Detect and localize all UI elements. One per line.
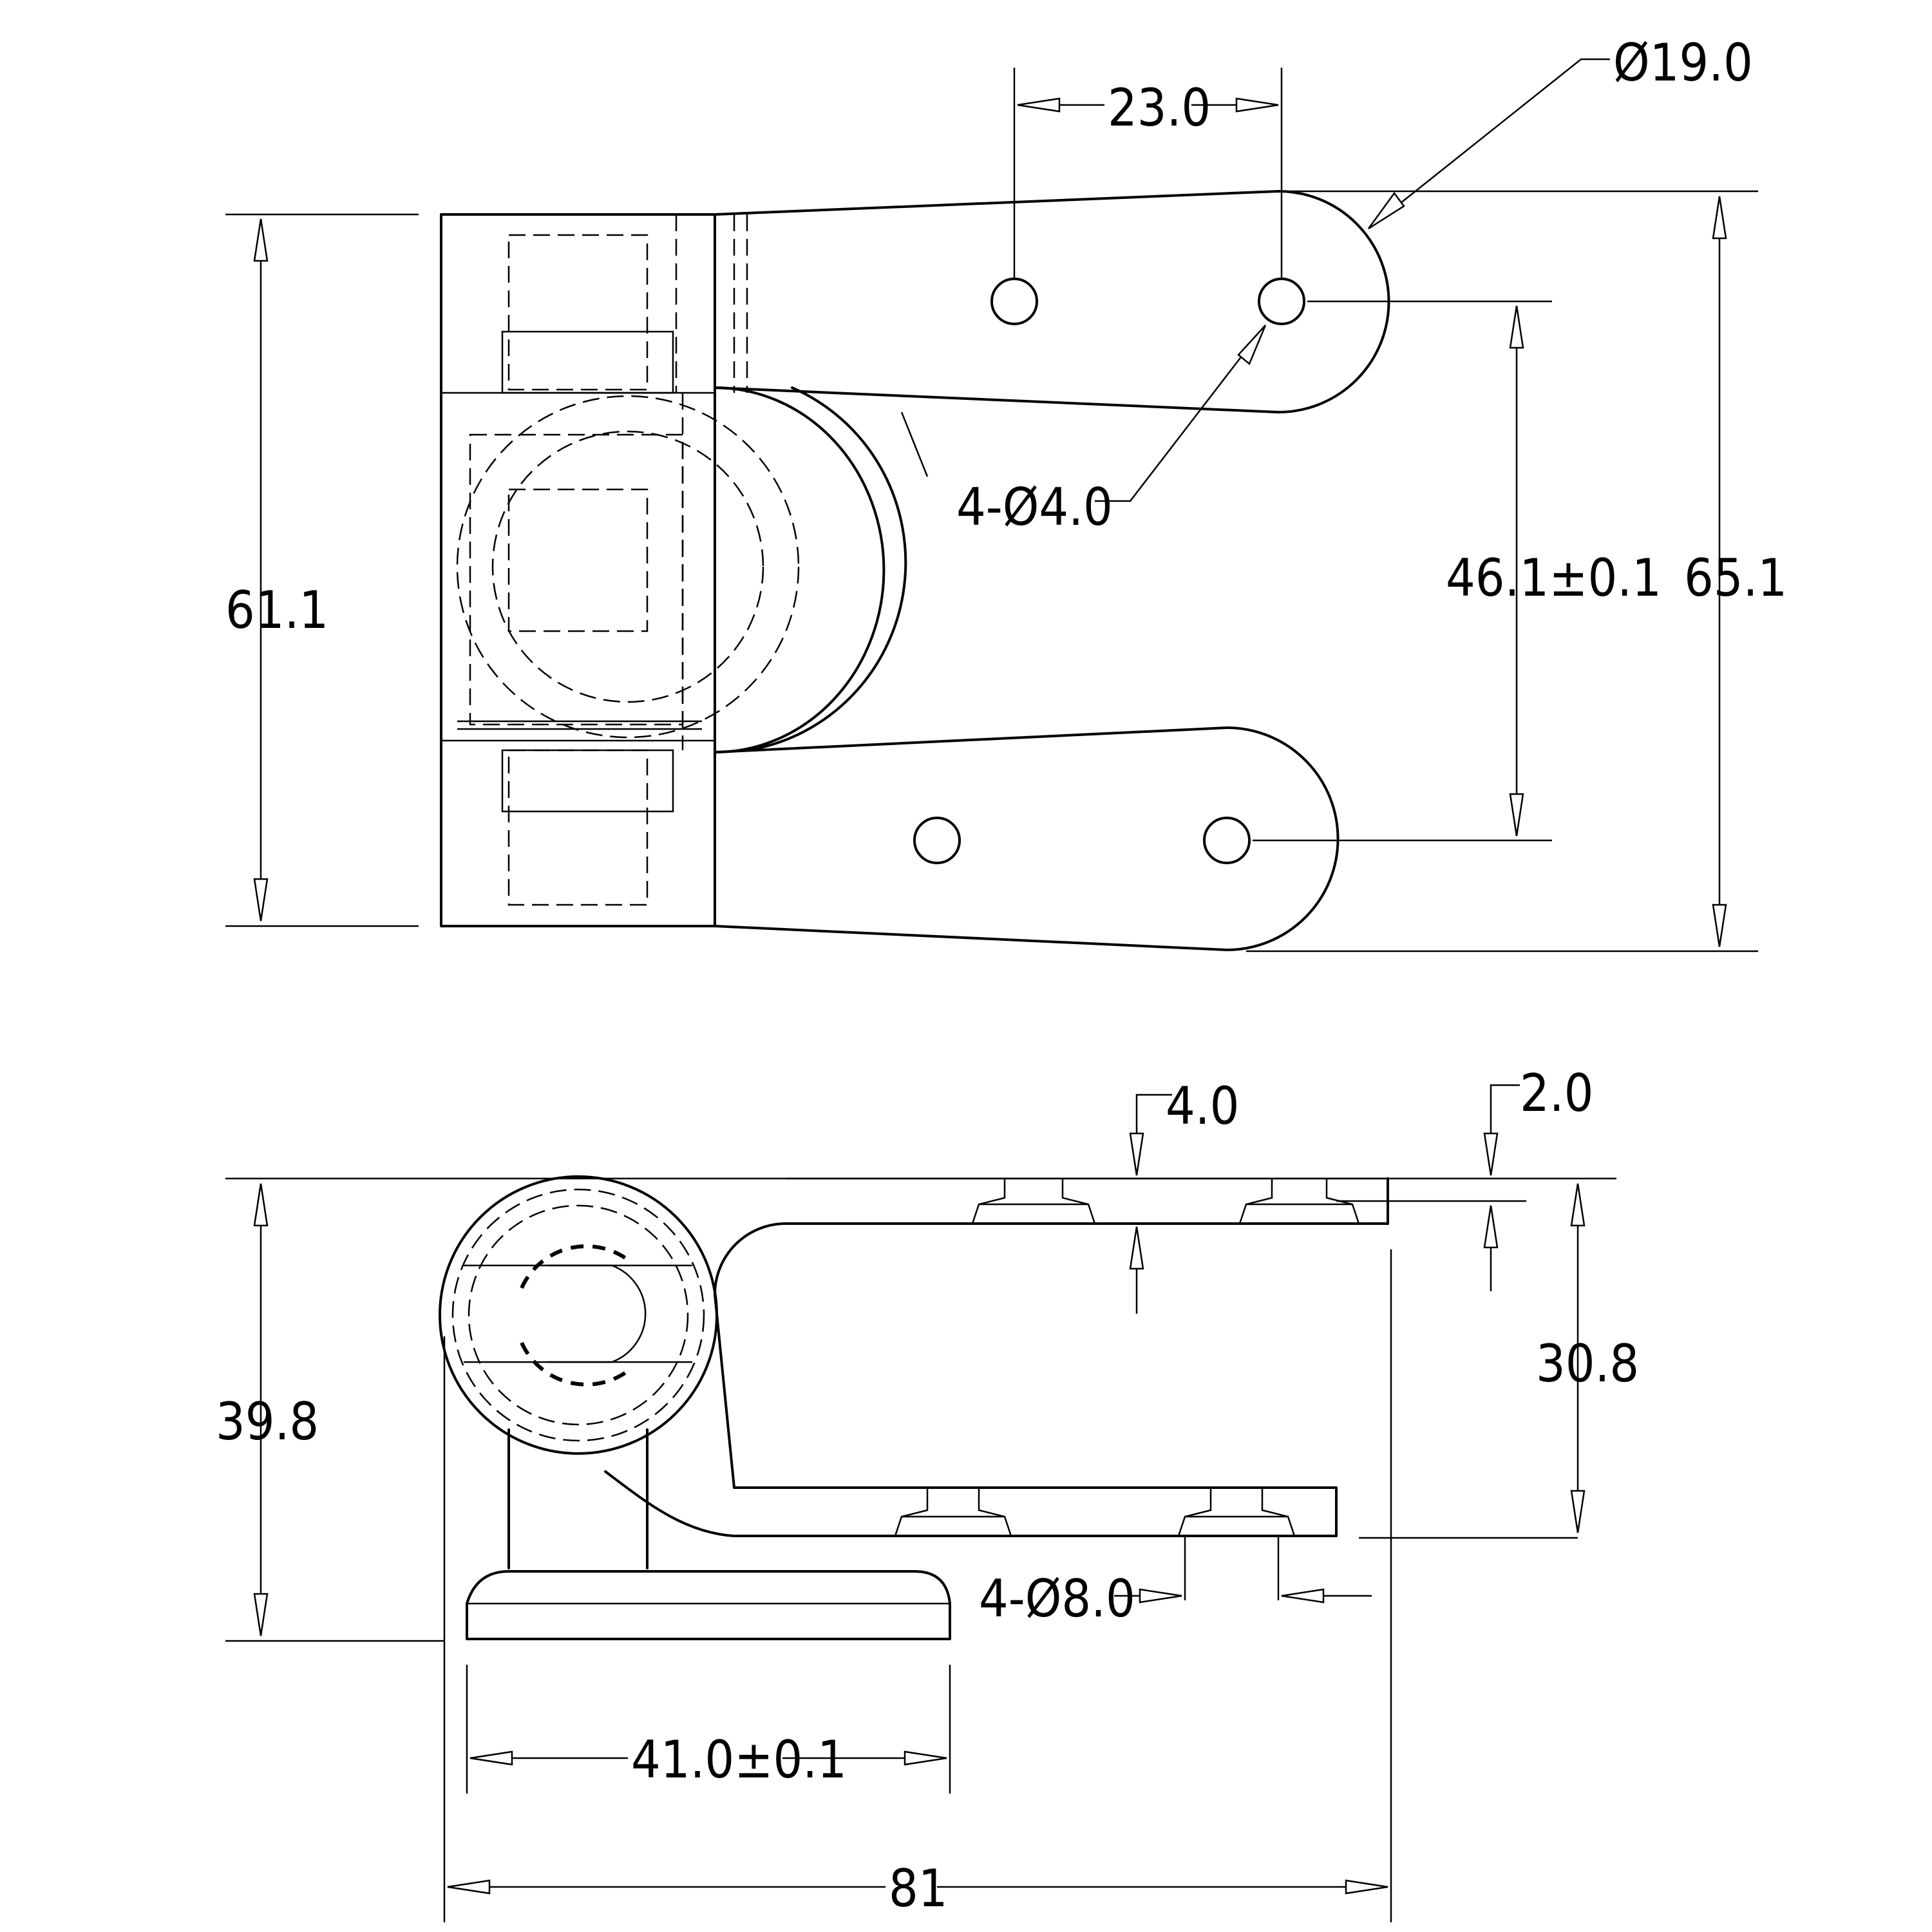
arm-hole-icon <box>1203 817 1251 864</box>
arrowhead <box>253 218 269 262</box>
arm-hole-icon <box>1258 278 1305 325</box>
arrowhead <box>1129 1132 1144 1176</box>
lower-arm-outline <box>714 726 1340 951</box>
arrowhead <box>1129 1226 1144 1270</box>
countersinks-top <box>971 1179 1360 1224</box>
dim-pivot-diameter: Ø19.0 <box>1613 33 1753 93</box>
dim-holes: 4-Ø4.0 <box>956 477 1113 537</box>
dim-overall-height: 65.1 <box>1684 548 1787 608</box>
dim-plate-thickness: 4.0 <box>1166 1076 1239 1136</box>
arrowhead <box>1139 1588 1182 1604</box>
dim-body-height: 61.1 <box>225 580 328 640</box>
arrowhead <box>1712 904 1727 947</box>
dim-base-width: 41.0±0.1 <box>631 1730 847 1790</box>
c-arm-outline <box>714 1222 1338 1537</box>
base-plate <box>466 1570 951 1640</box>
arm-hole-icon <box>990 278 1038 325</box>
arrowhead <box>253 1593 269 1636</box>
hidden-internal-features <box>456 214 800 906</box>
u-cutout-outer-arc <box>746 386 907 752</box>
arrowhead <box>1509 305 1524 349</box>
arrowhead <box>447 1879 491 1895</box>
dim-countersinks: 4-Ø8.0 <box>979 1569 1135 1629</box>
arrowhead <box>469 1750 513 1766</box>
arrowhead <box>1483 1132 1499 1176</box>
u-cutout-edge <box>900 412 929 477</box>
arm-hole-icon <box>913 817 961 864</box>
dim-total-height: 39.8 <box>216 1392 319 1452</box>
arrowhead <box>1235 97 1279 113</box>
arrowhead <box>1483 1205 1499 1249</box>
dim-overall-length: 81 <box>889 1859 948 1918</box>
u-cutout-inner-arc <box>714 386 886 753</box>
arrowhead <box>1281 1588 1325 1604</box>
arrowhead <box>1237 325 1267 366</box>
c-arm-lower-curve <box>604 1470 735 1537</box>
arrowhead <box>253 1183 269 1227</box>
arrowhead <box>1345 1879 1388 1895</box>
arrowhead <box>1570 1490 1586 1533</box>
countersinks-bottom <box>894 1488 1296 1537</box>
arrowhead <box>1017 97 1061 113</box>
body-block-outline <box>440 213 716 927</box>
upper-arm-outline <box>714 190 1390 413</box>
dim-hole-spacing: 23.0 <box>1108 78 1211 138</box>
arrowhead <box>1509 793 1524 837</box>
arrowhead <box>253 878 269 922</box>
arrowhead <box>904 1750 947 1766</box>
dim-recess: 2.0 <box>1520 1063 1593 1123</box>
pivot-drum <box>439 1175 718 1455</box>
arrowhead <box>1367 191 1405 230</box>
side-view: 39.8 4.0 2.0 30.8 4-Ø8.0 41.0±0.1 <box>216 1063 1639 1922</box>
dim-arm-height: 30.8 <box>1536 1334 1639 1394</box>
arrowhead <box>1570 1183 1586 1227</box>
dim-arm-hole-distance: 46.1±0.1 <box>1446 548 1662 608</box>
arrowhead <box>1712 196 1727 240</box>
top-view: 61.1 23.0 Ø19.0 4-Ø4.0 46.1±0.1 65.1 <box>225 33 1787 952</box>
